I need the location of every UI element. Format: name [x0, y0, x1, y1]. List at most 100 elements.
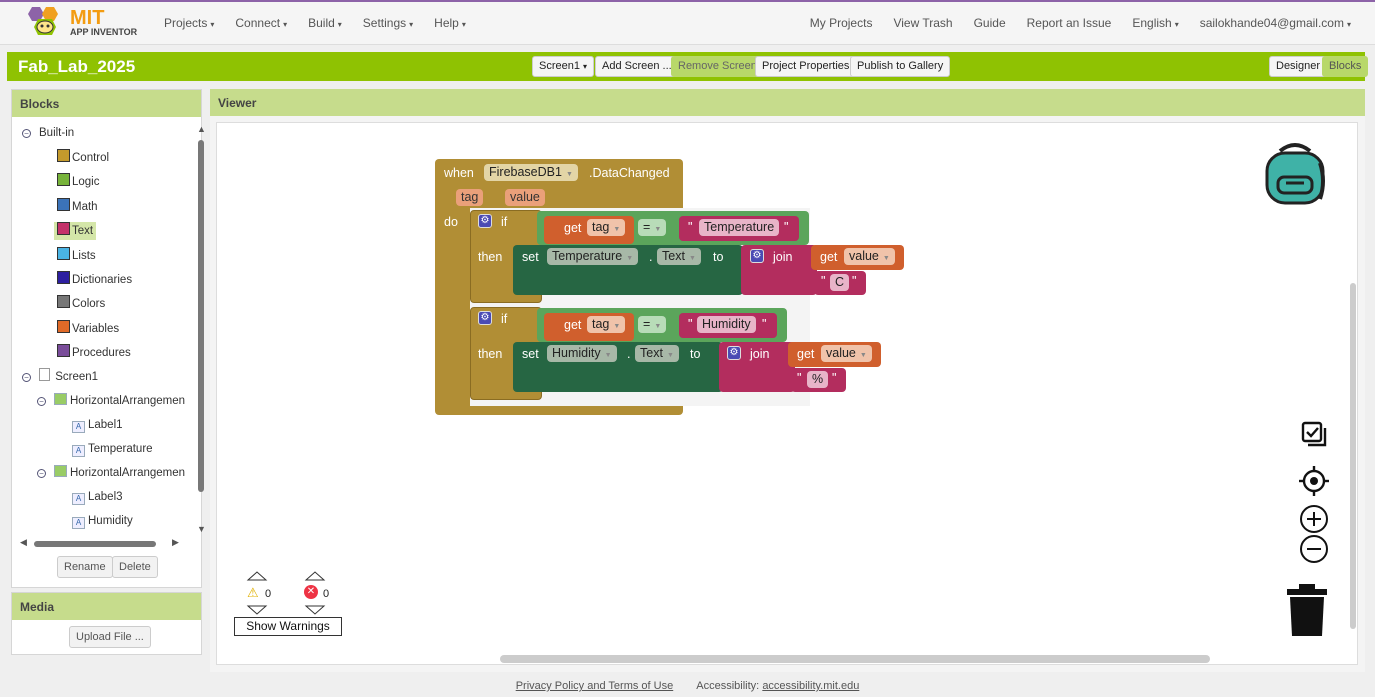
screen-selector[interactable]: Screen1▾	[532, 56, 594, 77]
firebase-component-dropdown[interactable]: FirebaseDB1▼	[484, 164, 578, 181]
label-icon: A	[72, 421, 85, 433]
app-inventor-logo[interactable]: MIT APP INVENTOR	[24, 5, 144, 43]
trash-can-icon[interactable]	[1285, 583, 1329, 637]
workspace-vertical-scrollbar[interactable]	[1350, 283, 1356, 629]
error-next-icon[interactable]	[304, 604, 326, 616]
mutator-gear-icon[interactable]: ⚙	[750, 249, 764, 263]
publish-gallery-button[interactable]: Publish to Gallery	[850, 56, 951, 77]
scroll-right-icon: ▶	[172, 537, 179, 547]
arrangement-icon	[54, 465, 67, 477]
menu-help[interactable]: Help▾	[434, 16, 466, 30]
text-value-temperature[interactable]: Temperature	[699, 219, 780, 236]
mutator-gear-icon[interactable]: ⚙	[727, 346, 741, 360]
zoom-in-icon[interactable]	[1299, 504, 1329, 534]
rename-button[interactable]: Rename	[57, 556, 113, 578]
menu-connect[interactable]: Connect▾	[235, 16, 288, 30]
designer-button[interactable]: Designer	[1269, 56, 1328, 77]
category-colors[interactable]: Colors	[57, 295, 105, 313]
cleanup-checklist-icon[interactable]	[1300, 420, 1328, 448]
blocks-panel-title: Blocks	[12, 90, 201, 117]
category-math[interactable]: Math	[57, 197, 98, 216]
tree-builtin[interactable]: −Built-in	[22, 124, 74, 142]
label-icon: A	[72, 445, 85, 457]
text-value-humidity[interactable]: Humidity	[697, 316, 756, 333]
backpack-icon[interactable]	[1264, 141, 1326, 207]
guide-link[interactable]: Guide	[973, 16, 1006, 30]
get-label: get	[564, 318, 582, 332]
collapse-icon: −	[22, 129, 31, 138]
chevron-down-icon: ▾	[210, 20, 215, 29]
blocks-button[interactable]: Blocks	[1322, 56, 1369, 77]
var-dropdown-tag[interactable]: tag▼	[587, 316, 626, 333]
media-panel-title: Media	[12, 593, 201, 620]
language-menu[interactable]: English▾	[1132, 16, 1179, 30]
show-warnings-button[interactable]: Show Warnings	[234, 617, 342, 636]
my-projects-link[interactable]: My Projects	[809, 16, 873, 30]
tree-horizontal-arrangement-1[interactable]: −HorizontalArrangemen	[37, 392, 185, 410]
join-label: join	[773, 250, 793, 264]
account-menu[interactable]: sailokhande04@gmail.com▾	[1199, 16, 1351, 30]
upload-file-button[interactable]: Upload File ...	[69, 626, 151, 648]
to-label: to	[713, 250, 724, 264]
get-label: get	[820, 250, 838, 264]
variables-swatch-icon	[57, 319, 70, 333]
var-dropdown-tag[interactable]: tag▼	[587, 219, 626, 236]
property-dropdown-text[interactable]: Text▼	[635, 345, 679, 362]
mutator-gear-icon[interactable]: ⚙	[478, 311, 492, 325]
var-dropdown-value[interactable]: value▼	[844, 248, 895, 265]
page-footer: Privacy Policy and Terms of Use Accessib…	[0, 677, 1375, 697]
category-procedures[interactable]: Procedures	[57, 344, 131, 362]
category-label: Lists	[72, 249, 96, 262]
error-prev-icon[interactable]	[304, 570, 326, 582]
warning-next-icon[interactable]	[246, 604, 268, 616]
blocks-workspace[interactable]: when FirebaseDB1▼ .DataChanged tag value…	[216, 122, 1358, 665]
delete-button[interactable]: Delete	[112, 556, 158, 578]
chevron-down-icon: ▾	[1174, 20, 1179, 29]
property-dropdown-text[interactable]: Text▼	[657, 248, 701, 265]
view-trash-link[interactable]: View Trash	[893, 16, 953, 30]
operator-dropdown[interactable]: =▼	[638, 219, 667, 236]
operator-dropdown[interactable]: =▼	[638, 316, 667, 333]
var-dropdown-value[interactable]: value▼	[821, 345, 872, 362]
center-target-icon[interactable]	[1298, 465, 1330, 497]
workspace-horizontal-scrollbar[interactable]	[500, 655, 1210, 663]
component-dropdown-temperature[interactable]: Temperature▼	[547, 248, 639, 265]
remove-screen-button[interactable]: Remove Screen	[671, 56, 764, 77]
param-value[interactable]: value	[505, 189, 545, 206]
category-lists[interactable]: Lists	[57, 246, 96, 265]
category-logic[interactable]: Logic	[57, 173, 100, 191]
tree-horizontal-scrollbar[interactable]: ◀ ▶	[20, 537, 188, 548]
text-value-percent[interactable]: %	[807, 371, 829, 388]
tree-horizontal-arrangement-2[interactable]: −HorizontalArrangemen	[37, 464, 185, 482]
project-properties-button[interactable]: Project Properties	[755, 56, 857, 77]
privacy-policy-link[interactable]: Privacy Policy and Terms of Use	[515, 680, 674, 692]
tree-vertical-scrollbar[interactable]: ▲ ▼	[197, 124, 206, 536]
zoom-out-icon[interactable]	[1299, 534, 1329, 564]
tree-screen1[interactable]: − Screen1	[22, 368, 98, 386]
scroll-left-icon: ◀	[20, 537, 27, 547]
collapse-icon: −	[37, 397, 46, 406]
category-label: Variables	[72, 322, 120, 335]
text-value-c[interactable]: C	[830, 274, 850, 291]
category-variables[interactable]: Variables	[57, 319, 120, 338]
component-dropdown-humidity[interactable]: Humidity▼	[547, 345, 617, 362]
accessibility-link[interactable]: accessibility.mit.edu	[762, 680, 860, 692]
menu-projects[interactable]: Projects▾	[164, 16, 215, 30]
category-dictionaries[interactable]: Dictionaries	[57, 271, 132, 289]
category-label: Text	[72, 225, 94, 238]
report-issue-link[interactable]: Report an Issue	[1026, 16, 1112, 30]
category-control[interactable]: Control	[57, 149, 109, 167]
menu-build[interactable]: Build▾	[308, 16, 342, 30]
mutator-gear-icon[interactable]: ⚙	[478, 214, 492, 228]
category-label: Control	[72, 152, 110, 164]
warning-prev-icon[interactable]	[246, 570, 268, 582]
category-text[interactable]: Text	[54, 222, 97, 241]
param-tag[interactable]: tag	[456, 189, 484, 206]
add-screen-button[interactable]: Add Screen ...	[595, 56, 679, 77]
menu-settings[interactable]: Settings▾	[362, 16, 414, 30]
label-icon: A	[72, 517, 85, 529]
